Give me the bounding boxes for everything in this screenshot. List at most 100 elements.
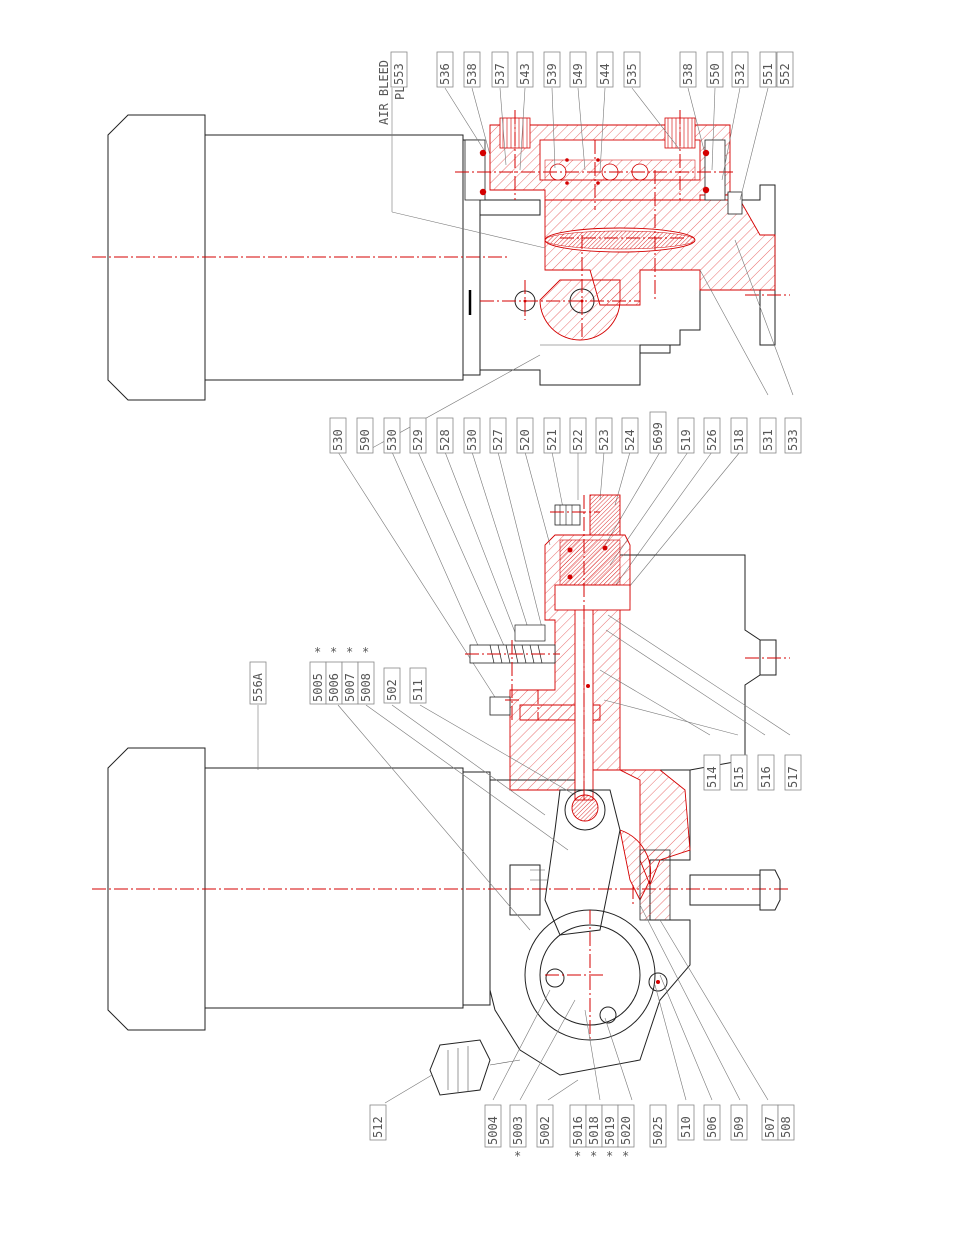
svg-text:529: 529 bbox=[411, 429, 425, 451]
svg-text:537: 537 bbox=[493, 63, 507, 85]
lower-label-right: 514 515 516 517 bbox=[704, 755, 801, 790]
label-5004: 5004 bbox=[485, 1105, 501, 1147]
label-508: 508 bbox=[778, 1105, 794, 1140]
svg-text:527: 527 bbox=[491, 429, 505, 451]
svg-text:538: 538 bbox=[465, 63, 479, 85]
svg-text:531: 531 bbox=[761, 429, 775, 451]
svg-text:551: 551 bbox=[761, 63, 775, 85]
svg-text:524: 524 bbox=[623, 429, 637, 451]
label-502: 502 bbox=[384, 668, 400, 703]
svg-text:*: * bbox=[346, 645, 353, 659]
svg-text:509: 509 bbox=[732, 1116, 746, 1138]
label-520: 520 bbox=[517, 418, 533, 453]
svg-text:519: 519 bbox=[679, 429, 693, 451]
svg-text:590: 590 bbox=[358, 429, 372, 451]
label-5005: 5005* bbox=[310, 645, 326, 704]
svg-text:5020: 5020 bbox=[619, 1116, 633, 1145]
svg-text:552: 552 bbox=[778, 63, 792, 85]
label-518: 518 bbox=[731, 418, 747, 453]
label-590: 590 bbox=[357, 418, 373, 453]
label-535: 535 bbox=[624, 52, 640, 87]
svg-text:512: 512 bbox=[371, 1116, 385, 1138]
svg-text:508: 508 bbox=[779, 1116, 793, 1138]
label-550: 550 bbox=[707, 52, 723, 87]
svg-text:5005: 5005 bbox=[311, 673, 325, 702]
label-5016: 5016 * bbox=[570, 1105, 586, 1163]
svg-text:510: 510 bbox=[679, 1116, 693, 1138]
label-510: 510 bbox=[678, 1105, 694, 1140]
label-526: 526 bbox=[704, 418, 720, 453]
label-539: 539 bbox=[544, 52, 560, 87]
label-524: 524 bbox=[622, 418, 638, 453]
label-5008: 5008 * bbox=[358, 645, 374, 704]
svg-text:5016: 5016 bbox=[571, 1116, 585, 1145]
label-538: 538 bbox=[464, 52, 480, 87]
svg-text:*: * bbox=[622, 1149, 629, 1163]
svg-text:*: * bbox=[606, 1149, 613, 1163]
lower-label-bottom: 512 5004 5003* 5002 5016* 5018* 5019* 50… bbox=[370, 1105, 794, 1163]
svg-text:5007: 5007 bbox=[343, 673, 357, 702]
svg-text:5004: 5004 bbox=[486, 1116, 500, 1145]
label-549: 549 bbox=[570, 52, 586, 87]
label-5020: 5020 * bbox=[618, 1105, 634, 1163]
svg-text:530: 530 bbox=[331, 429, 345, 451]
svg-text:*: * bbox=[514, 1149, 521, 1163]
label-511: 511 bbox=[410, 668, 426, 703]
svg-text:528: 528 bbox=[438, 429, 452, 451]
label-516: 516 bbox=[758, 755, 774, 790]
label-517: 517 bbox=[785, 755, 801, 790]
svg-text:*: * bbox=[362, 645, 369, 659]
svg-text:533: 533 bbox=[786, 429, 800, 451]
label-530a: 530 bbox=[330, 418, 346, 453]
label-533: 533 bbox=[785, 418, 801, 453]
svg-text:502: 502 bbox=[385, 679, 399, 701]
label-5025: 5025 bbox=[650, 1105, 666, 1147]
svg-text:*: * bbox=[330, 645, 337, 659]
svg-text:536: 536 bbox=[438, 63, 452, 85]
svg-text:526: 526 bbox=[705, 429, 719, 451]
label-5006: 5006* bbox=[326, 645, 342, 704]
label-536: 536 bbox=[437, 52, 453, 87]
label-512: 512 bbox=[370, 1105, 386, 1140]
svg-text:522: 522 bbox=[571, 429, 585, 451]
svg-text:535: 535 bbox=[625, 63, 639, 85]
label-538b: 538 bbox=[680, 52, 696, 87]
svg-text:5699: 5699 bbox=[651, 422, 665, 451]
svg-text:544: 544 bbox=[598, 63, 612, 85]
label-515: 515 bbox=[731, 755, 747, 790]
label-528: 528 bbox=[437, 418, 453, 453]
label-537: 537 bbox=[492, 52, 508, 87]
label-521: 521 bbox=[544, 418, 560, 453]
svg-text:539: 539 bbox=[545, 63, 559, 85]
svg-text:523: 523 bbox=[597, 429, 611, 451]
label-5699: 5699 bbox=[650, 412, 666, 453]
upper-label-row: 536 538 537 543 539 549 544 535 538 550 … bbox=[437, 52, 793, 87]
svg-text:5008: 5008 bbox=[359, 673, 373, 702]
label-544: 544 bbox=[597, 52, 613, 87]
svg-text:521: 521 bbox=[545, 429, 559, 451]
svg-text:514: 514 bbox=[705, 766, 719, 788]
label-530c: 530 bbox=[464, 418, 480, 453]
svg-text:556A: 556A bbox=[251, 672, 265, 702]
label-506: 506 bbox=[704, 1105, 720, 1140]
svg-text:5003: 5003 bbox=[511, 1116, 525, 1145]
label-556A: 556A bbox=[250, 662, 266, 704]
svg-text:518: 518 bbox=[732, 429, 746, 451]
svg-text:543: 543 bbox=[518, 63, 532, 85]
label-5019: 5019 * bbox=[602, 1105, 618, 1163]
air-bleed-line1: AIR BLEED bbox=[377, 60, 391, 125]
svg-text:5025: 5025 bbox=[651, 1116, 665, 1145]
svg-text:*: * bbox=[574, 1149, 581, 1163]
label-5003: 5003 * bbox=[510, 1105, 526, 1163]
label-5018: 5018* bbox=[586, 1105, 602, 1163]
label-519: 519 bbox=[678, 418, 694, 453]
svg-text:506: 506 bbox=[705, 1116, 719, 1138]
svg-text:507: 507 bbox=[763, 1116, 777, 1138]
air-bleed-part: 553 bbox=[392, 63, 406, 85]
svg-text:5019: 5019 bbox=[603, 1116, 617, 1145]
label-529: 529 bbox=[410, 418, 426, 453]
svg-text:5018: 5018 bbox=[587, 1116, 601, 1145]
label-523: 523 bbox=[596, 418, 612, 453]
label-532: 532 bbox=[732, 52, 748, 87]
svg-text:538: 538 bbox=[681, 63, 695, 85]
